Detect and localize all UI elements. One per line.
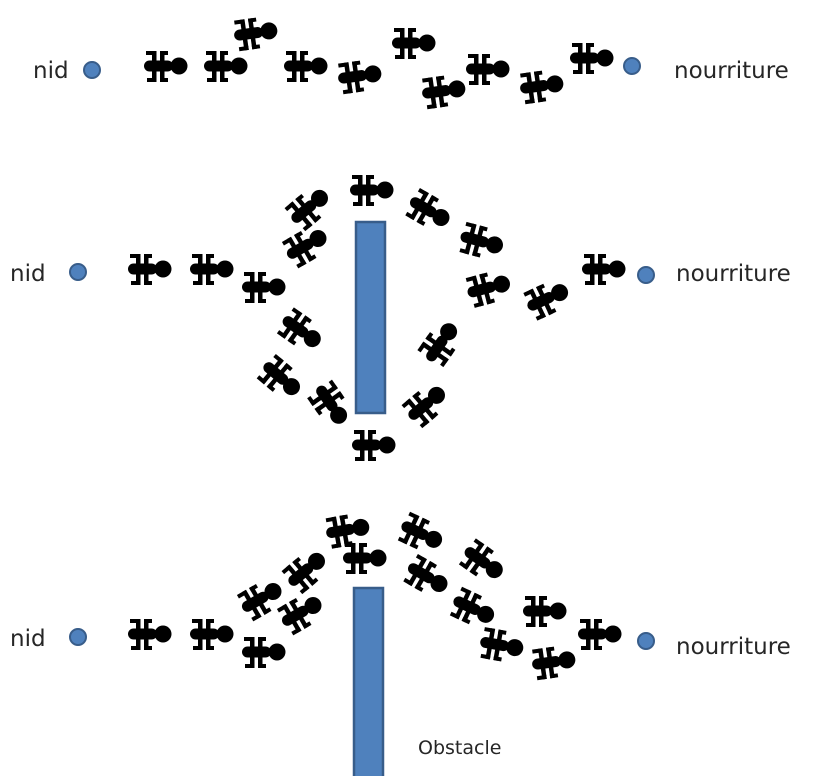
food-label: nourriture	[676, 634, 791, 660]
ant	[254, 352, 308, 405]
ant	[235, 574, 289, 623]
panel-2: nid nourriture	[10, 175, 791, 461]
ant	[284, 51, 328, 82]
nest-label: nid	[33, 58, 69, 84]
ant	[128, 619, 172, 650]
ant	[204, 51, 248, 82]
ant	[570, 43, 614, 74]
food-label: nourriture	[674, 58, 789, 84]
food-node	[623, 57, 641, 75]
ant	[350, 175, 394, 206]
ant	[275, 588, 329, 637]
nest-node	[69, 263, 87, 281]
nest-node	[83, 61, 101, 79]
ant	[305, 378, 356, 432]
food-node	[637, 266, 655, 284]
ant	[274, 306, 328, 357]
ant	[144, 51, 188, 82]
ant	[190, 254, 234, 285]
ant	[518, 67, 566, 105]
ant	[521, 275, 575, 322]
ant	[283, 181, 337, 234]
nest-node	[69, 628, 87, 646]
obstacle-label: Obstacle	[418, 737, 501, 759]
nest-label: nid	[10, 626, 46, 652]
ant	[523, 596, 567, 627]
ant	[477, 626, 526, 665]
ant	[578, 619, 622, 650]
ant	[336, 57, 384, 95]
ant	[416, 316, 467, 370]
ant	[582, 254, 626, 285]
ant	[456, 221, 507, 263]
nest-label: nid	[10, 261, 46, 287]
ant	[395, 510, 448, 558]
ant	[463, 267, 514, 309]
ant	[400, 378, 454, 431]
ant	[242, 637, 286, 668]
ant	[400, 553, 454, 602]
panel-3: nid nourriture Obstacle	[10, 510, 791, 776]
obstacle-bar	[352, 586, 385, 776]
ant	[232, 14, 280, 52]
ant	[280, 544, 334, 597]
ant	[402, 187, 456, 236]
ant	[530, 643, 578, 681]
food-node	[637, 632, 655, 650]
ant	[420, 72, 468, 110]
ant	[466, 54, 510, 85]
food-label: nourriture	[676, 261, 791, 287]
ant	[456, 537, 510, 588]
ant	[128, 254, 172, 285]
ant	[447, 585, 500, 633]
obstacle-bar	[354, 220, 387, 415]
ant	[190, 619, 234, 650]
panel-1: nid nourriture	[33, 14, 789, 110]
ant	[242, 272, 286, 303]
ant	[352, 430, 396, 461]
ant	[392, 28, 436, 59]
ant	[343, 543, 387, 574]
ant-trail	[144, 14, 614, 110]
